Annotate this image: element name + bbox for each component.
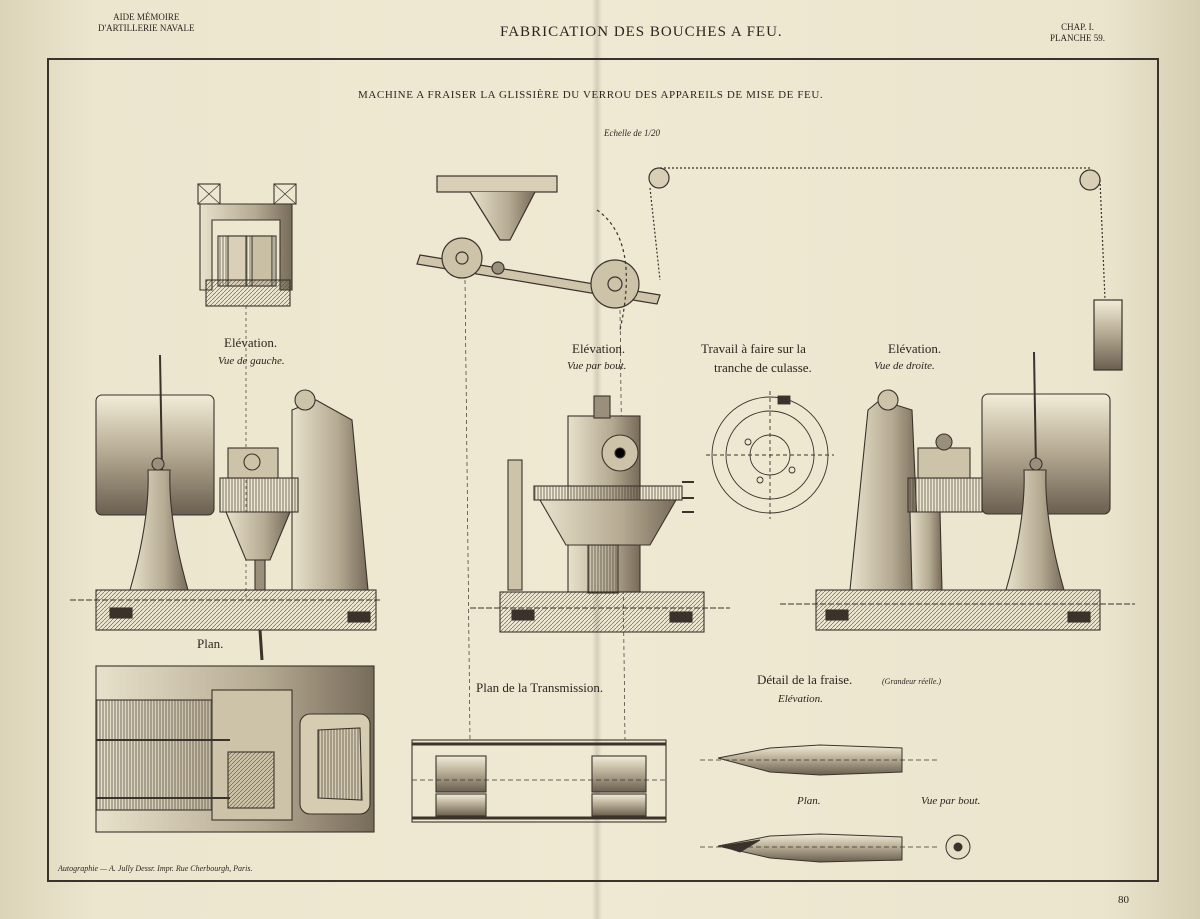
label-detail: Détail de la fraise.	[757, 672, 853, 687]
transmission-plan	[411, 739, 667, 823]
label-elevation-left: Elévation.	[224, 335, 278, 350]
ground-lines	[70, 599, 1135, 609]
plate-frame	[47, 58, 1159, 882]
bearing-detail-top-left	[197, 183, 297, 600]
page-number: 80	[1118, 894, 1129, 906]
plate-title: MACHINE A FRAISER LA GLISSIÈRE DU VERROU…	[358, 89, 824, 101]
label-detail-elevation: Elévation.	[778, 693, 823, 705]
header-right-line1: CHAP. I.	[1061, 22, 1094, 32]
left-elevation-machine	[95, 354, 377, 661]
header-left-line1: AIDE MÉMOIRE	[113, 12, 180, 22]
end-elevation-machine	[499, 395, 705, 633]
header-right: CHAP. I. PLANCHE 59.	[1050, 22, 1105, 44]
label-work-line1: Travail à faire sur la	[701, 341, 806, 356]
right-elevation-machine	[815, 351, 1111, 631]
label-elevation-right-sub: Vue de droite.	[874, 360, 935, 372]
label-transmission: Plan de la Transmission.	[476, 680, 604, 695]
imprint: Autographie — A. Jully Dessr. Impr. Rue …	[58, 864, 253, 873]
header-left-line2: D'ARTILLERIE NAVALE	[98, 23, 195, 33]
label-work-line2: tranche de culasse.	[714, 360, 812, 375]
header-right-line2: PLANCHE 59.	[1050, 33, 1106, 43]
overhead-transmission	[416, 167, 1123, 741]
header-left: AIDE MÉMOIRE D'ARTILLERIE NAVALE	[98, 12, 195, 34]
header-title: FABRICATION DES BOUCHES A FEU.	[500, 24, 783, 40]
label-detail-plan: Plan.	[797, 795, 821, 807]
plate-scale: Echelle de 1/20	[604, 128, 660, 138]
label-elevation-left-sub: Vue de gauche.	[218, 355, 285, 367]
label-plan: Plan.	[197, 636, 224, 651]
plan-view	[95, 665, 375, 833]
label-detail-note: (Grandeur réelle.)	[882, 677, 942, 686]
cutter-detail	[700, 744, 971, 863]
label-elevation-right: Elévation.	[888, 341, 942, 356]
label-detail-end: Vue par bout.	[921, 795, 981, 807]
label-elevation-end-sub: Vue par bout.	[567, 360, 627, 372]
label-elevation-end: Elévation.	[572, 341, 626, 356]
breech-face-diagram	[706, 391, 834, 519]
